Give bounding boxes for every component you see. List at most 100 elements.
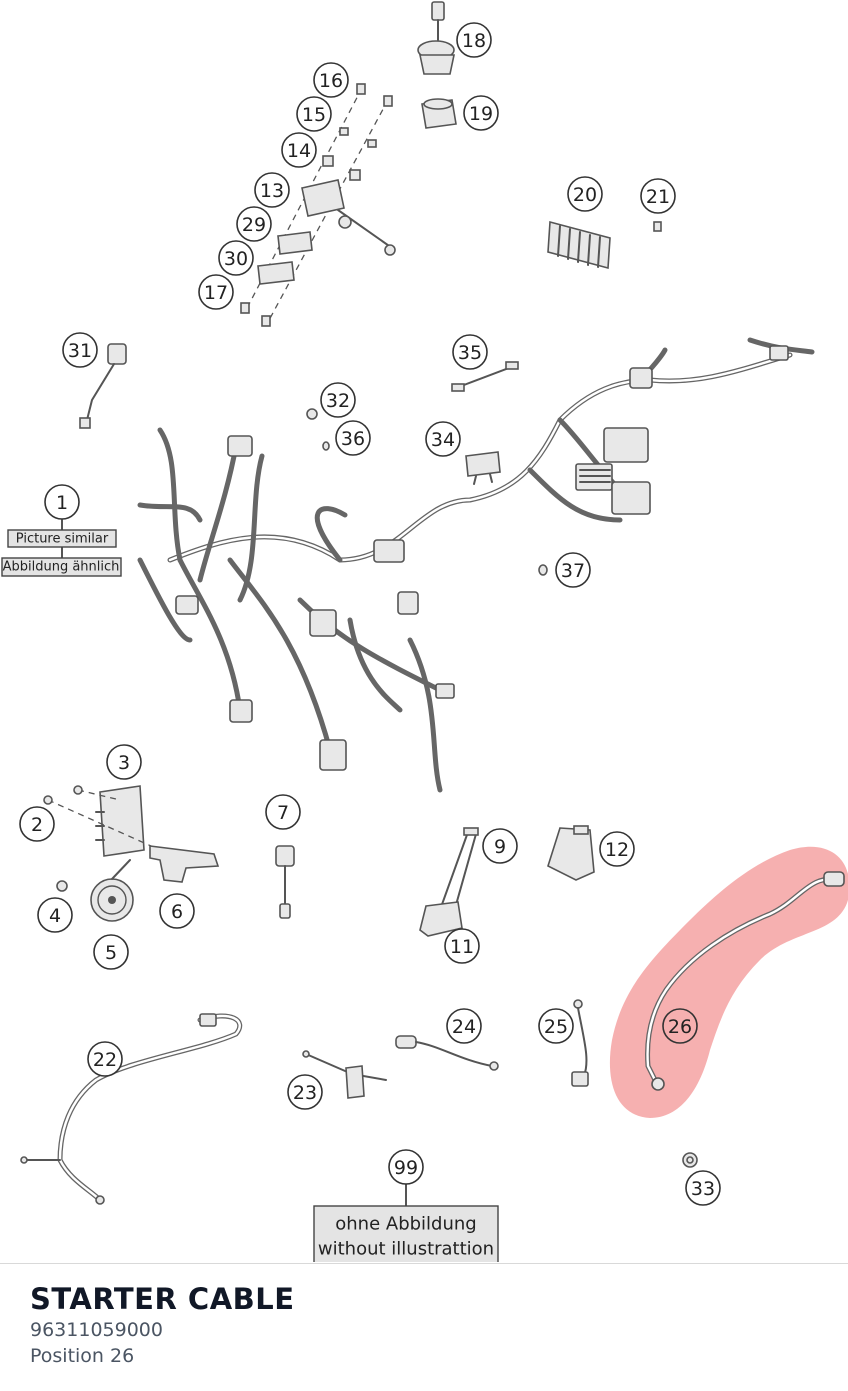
part-7-relay[interactable] bbox=[275, 845, 295, 919]
callout-2-circle bbox=[19, 806, 55, 842]
callout-29-label: 29 bbox=[242, 214, 266, 236]
part-1-main-harness[interactable] bbox=[137, 337, 815, 793]
part-36[interactable] bbox=[322, 441, 330, 451]
part-22-cable[interactable] bbox=[20, 1013, 243, 1205]
callout-36[interactable]: 36 bbox=[335, 420, 371, 456]
callout-25-circle bbox=[538, 1008, 574, 1044]
callout-2[interactable]: 2 bbox=[19, 806, 55, 842]
callout-37-label: 37 bbox=[561, 560, 585, 582]
callout-7-circle bbox=[265, 794, 301, 830]
callout-33-circle bbox=[685, 1170, 721, 1206]
callout-31-circle bbox=[62, 332, 98, 368]
bracket-assembly[interactable] bbox=[240, 83, 396, 327]
callout-2-label: 2 bbox=[31, 814, 43, 836]
callout-6-label: 6 bbox=[171, 901, 183, 923]
callout-14-circle bbox=[281, 132, 317, 168]
callout-7[interactable]: 7 bbox=[265, 794, 301, 830]
part-34-relay[interactable] bbox=[465, 451, 501, 485]
callout-12-circle bbox=[599, 831, 635, 867]
part-25-cable[interactable] bbox=[571, 999, 589, 1087]
callout-4-label: 4 bbox=[49, 905, 61, 927]
callout-3[interactable]: 3 bbox=[106, 744, 142, 780]
callout-22-circle bbox=[87, 1041, 123, 1077]
callout-32[interactable]: 32 bbox=[320, 382, 356, 418]
callout-35-label: 35 bbox=[458, 342, 482, 364]
callout-15[interactable]: 15 bbox=[296, 96, 332, 132]
part-11-connector[interactable] bbox=[419, 901, 463, 937]
note-abbildung-aehnlich-text: Abbildung ähnlich bbox=[3, 560, 120, 575]
callout-20[interactable]: 20 bbox=[567, 176, 603, 212]
callout-5-label: 5 bbox=[105, 942, 117, 964]
note-ohne-abbildung-text: ohne Abbildung bbox=[335, 1214, 476, 1235]
part-23-cable[interactable] bbox=[302, 1050, 387, 1099]
callout-30-circle bbox=[218, 240, 254, 276]
part-37[interactable] bbox=[538, 564, 548, 576]
part-19-boot[interactable] bbox=[421, 98, 457, 129]
part-33[interactable] bbox=[682, 1152, 698, 1168]
callout-21-label: 21 bbox=[646, 186, 670, 208]
callout-19[interactable]: 19 bbox=[463, 95, 499, 131]
callout-11-label: 11 bbox=[450, 936, 474, 958]
part-4-nut[interactable] bbox=[56, 880, 68, 892]
callout-99[interactable]: 99 bbox=[388, 1149, 424, 1185]
callout-18-circle bbox=[456, 22, 492, 58]
callout-14-label: 14 bbox=[287, 140, 311, 162]
callout-26-circle bbox=[662, 1008, 698, 1044]
callout-21[interactable]: 21 bbox=[640, 178, 676, 214]
part-name: STARTER CABLE bbox=[30, 1282, 295, 1316]
callout-33[interactable]: 33 bbox=[685, 1170, 721, 1206]
part-number: 96311059000 bbox=[30, 1319, 163, 1341]
part-12-cover[interactable] bbox=[547, 825, 595, 881]
callout-1[interactable]: 1 bbox=[44, 484, 80, 520]
callout-4[interactable]: 4 bbox=[37, 897, 73, 933]
part-5-horn[interactable] bbox=[90, 859, 134, 922]
callout-23-circle bbox=[287, 1074, 323, 1110]
callout-13-circle bbox=[254, 172, 290, 208]
callout-35[interactable]: 35 bbox=[452, 334, 488, 370]
note-without-illustration: ohne Abbildung without illustrattion bbox=[313, 1205, 499, 1262]
part-26-starter-cable[interactable] bbox=[645, 871, 845, 1091]
callout-29[interactable]: 29 bbox=[236, 206, 272, 242]
callout-37[interactable]: 37 bbox=[555, 552, 591, 588]
part-21-fuse[interactable] bbox=[653, 221, 662, 232]
callout-9[interactable]: 9 bbox=[482, 828, 518, 864]
callout-16[interactable]: 16 bbox=[313, 62, 349, 98]
part-20-fuse-box[interactable] bbox=[547, 220, 611, 270]
callout-22[interactable]: 22 bbox=[87, 1041, 123, 1077]
callout-5-circle bbox=[93, 934, 129, 970]
callout-9-label: 9 bbox=[494, 836, 506, 858]
callout-26[interactable]: 26 bbox=[662, 1008, 698, 1044]
callout-99-circle bbox=[388, 1149, 424, 1185]
callout-25[interactable]: 25 bbox=[538, 1008, 574, 1044]
part-6-bracket[interactable] bbox=[149, 845, 220, 883]
part-32[interactable] bbox=[306, 408, 318, 420]
callout-99-label: 99 bbox=[394, 1157, 418, 1179]
part-9-cables[interactable] bbox=[439, 827, 479, 913]
part-24-cable[interactable] bbox=[395, 1035, 499, 1071]
callout-24[interactable]: 24 bbox=[446, 1008, 482, 1044]
note-abbildung-aehnlich: Abbildung ähnlich bbox=[1, 557, 122, 577]
callout-11[interactable]: 11 bbox=[444, 928, 480, 964]
callout-17-circle bbox=[198, 274, 234, 310]
callout-36-label: 36 bbox=[341, 428, 365, 450]
callout-36-circle bbox=[335, 420, 371, 456]
callout-31[interactable]: 31 bbox=[62, 332, 98, 368]
callout-5[interactable]: 5 bbox=[93, 934, 129, 970]
callout-1-label: 1 bbox=[56, 492, 68, 514]
callout-30[interactable]: 30 bbox=[218, 240, 254, 276]
callout-13[interactable]: 13 bbox=[254, 172, 290, 208]
callout-12[interactable]: 12 bbox=[599, 831, 635, 867]
callout-6[interactable]: 6 bbox=[159, 893, 195, 929]
callout-11-circle bbox=[444, 928, 480, 964]
callout-17[interactable]: 17 bbox=[198, 274, 234, 310]
part-18-connector[interactable] bbox=[417, 1, 455, 75]
note-picture-similar: Picture similar bbox=[7, 529, 117, 548]
part-2-screws[interactable] bbox=[43, 785, 161, 851]
callout-14[interactable]: 14 bbox=[281, 132, 317, 168]
callout-34[interactable]: 34 bbox=[425, 421, 461, 457]
callout-9-circle bbox=[482, 828, 518, 864]
callout-18[interactable]: 18 bbox=[456, 22, 492, 58]
part-31-sensor[interactable] bbox=[79, 343, 127, 429]
callout-23[interactable]: 23 bbox=[287, 1074, 323, 1110]
part-35-strap[interactable] bbox=[451, 361, 519, 392]
